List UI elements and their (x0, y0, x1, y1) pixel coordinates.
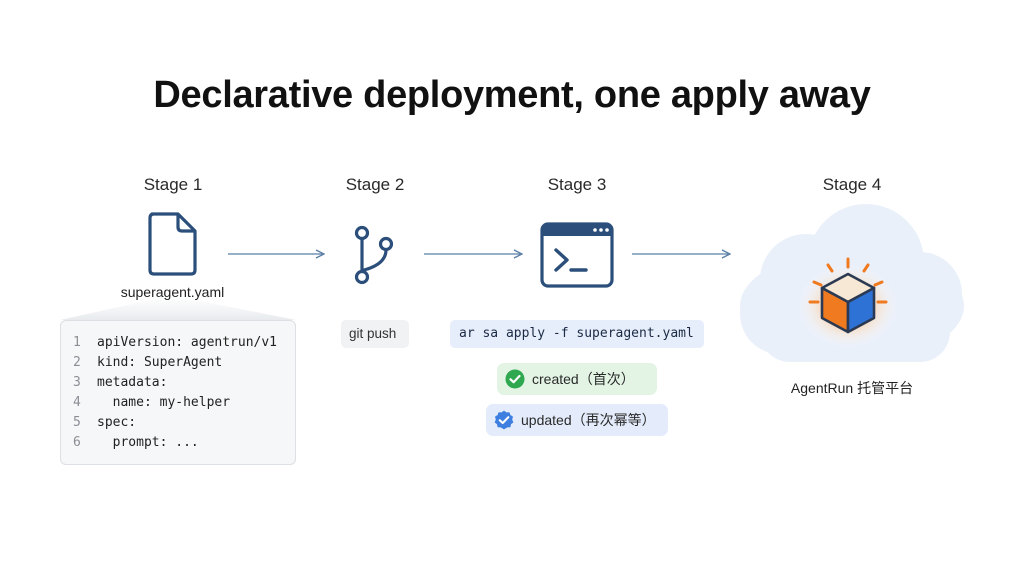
status-created-badge: created（首次） (497, 363, 657, 395)
yaml-code-block: 1 apiVersion: agentrun/v1 2 kind: SuperAge… (60, 320, 296, 465)
stage-3-label: Stage 3 (547, 175, 607, 194)
code-line: 3 metadata: (73, 373, 285, 393)
terminal-window-icon (540, 222, 614, 288)
stage-1-fan (60, 300, 296, 320)
status-created-label: created（首次） (532, 371, 635, 387)
line-number: 5 (73, 415, 81, 430)
code-line: 6 prompt: ... (73, 433, 285, 453)
check-badge-icon (494, 410, 514, 430)
page-title: Declarative deployment, one apply away (153, 74, 871, 116)
stage-2-label: Stage 2 (345, 175, 405, 194)
git-branch-icon (354, 225, 394, 285)
code-line: 4 name: my-helper (73, 393, 285, 413)
line-number: 6 (73, 435, 81, 450)
code-line: 2 kind: SuperAgent (73, 353, 285, 373)
code-text: name: my-helper (97, 395, 231, 410)
line-number: 1 (73, 335, 81, 350)
cloud-cube-icon (798, 257, 898, 348)
document-icon (148, 212, 197, 276)
git-push-command: git push (341, 320, 409, 348)
stage-1-label: Stage 1 (143, 175, 203, 194)
code-text: prompt: ... (97, 435, 199, 450)
stage-4-label: Stage 4 (822, 175, 882, 194)
code-text: apiVersion: agentrun/v1 (97, 335, 278, 350)
code-line: 5 spec: (73, 413, 285, 433)
check-circle-icon (505, 369, 525, 389)
code-line: 1 apiVersion: agentrun/v1 (73, 333, 285, 353)
status-updated-badge: updated（再次幂等） (486, 404, 668, 436)
file-name-label: superagent.yaml (120, 284, 225, 300)
apply-command: ar sa apply -f superagent.yaml (450, 320, 704, 348)
code-text: kind: SuperAgent (97, 355, 223, 370)
line-number: 3 (73, 375, 81, 390)
line-number: 2 (73, 355, 81, 370)
platform-label: AgentRun 托管平台 (790, 380, 914, 396)
status-updated-label: updated（再次幂等） (521, 412, 656, 428)
line-number: 4 (73, 395, 81, 410)
code-text: spec: (97, 415, 137, 430)
code-text: metadata: (97, 375, 168, 390)
